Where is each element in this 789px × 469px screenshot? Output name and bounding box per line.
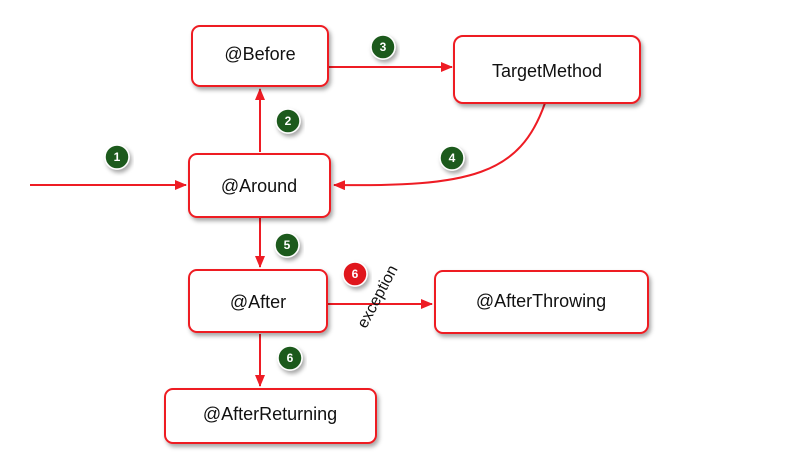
arrow-target-to-around: [333, 102, 546, 191]
node-after: @After: [188, 269, 328, 333]
step-badge-2: 2: [275, 108, 301, 134]
node-target-method: TargetMethod: [453, 35, 641, 104]
step-badge-1: 1: [104, 144, 130, 170]
step-badge-6-return: 6: [277, 345, 303, 371]
step-badge-5-number: 5: [284, 238, 291, 252]
node-after-label: @After: [230, 292, 286, 312]
node-target-method-label: TargetMethod: [492, 61, 602, 81]
step-badge-3-number: 3: [380, 40, 387, 54]
node-after-returning-label: @AfterReturning: [203, 404, 337, 424]
node-after-returning: @AfterReturning: [164, 388, 377, 444]
step-badge-6-exception-number: 6: [352, 267, 359, 281]
step-badge-3: 3: [370, 34, 396, 60]
step-badge-4: 4: [439, 145, 465, 171]
step-badge-4-number: 4: [449, 151, 456, 165]
node-around: @Around: [188, 153, 331, 218]
step-badge-1-number: 1: [114, 150, 121, 164]
node-after-throwing-label: @AfterThrowing: [476, 291, 606, 311]
node-before: @Before: [191, 25, 329, 87]
step-badge-2-number: 2: [285, 114, 292, 128]
step-badge-6-return-number: 6: [287, 351, 294, 365]
node-around-label: @Around: [221, 176, 297, 196]
node-before-label: @Before: [224, 44, 295, 64]
step-badge-5: 5: [274, 232, 300, 258]
step-badge-6-exception: 6: [342, 261, 368, 287]
node-after-throwing: @AfterThrowing: [434, 270, 649, 334]
